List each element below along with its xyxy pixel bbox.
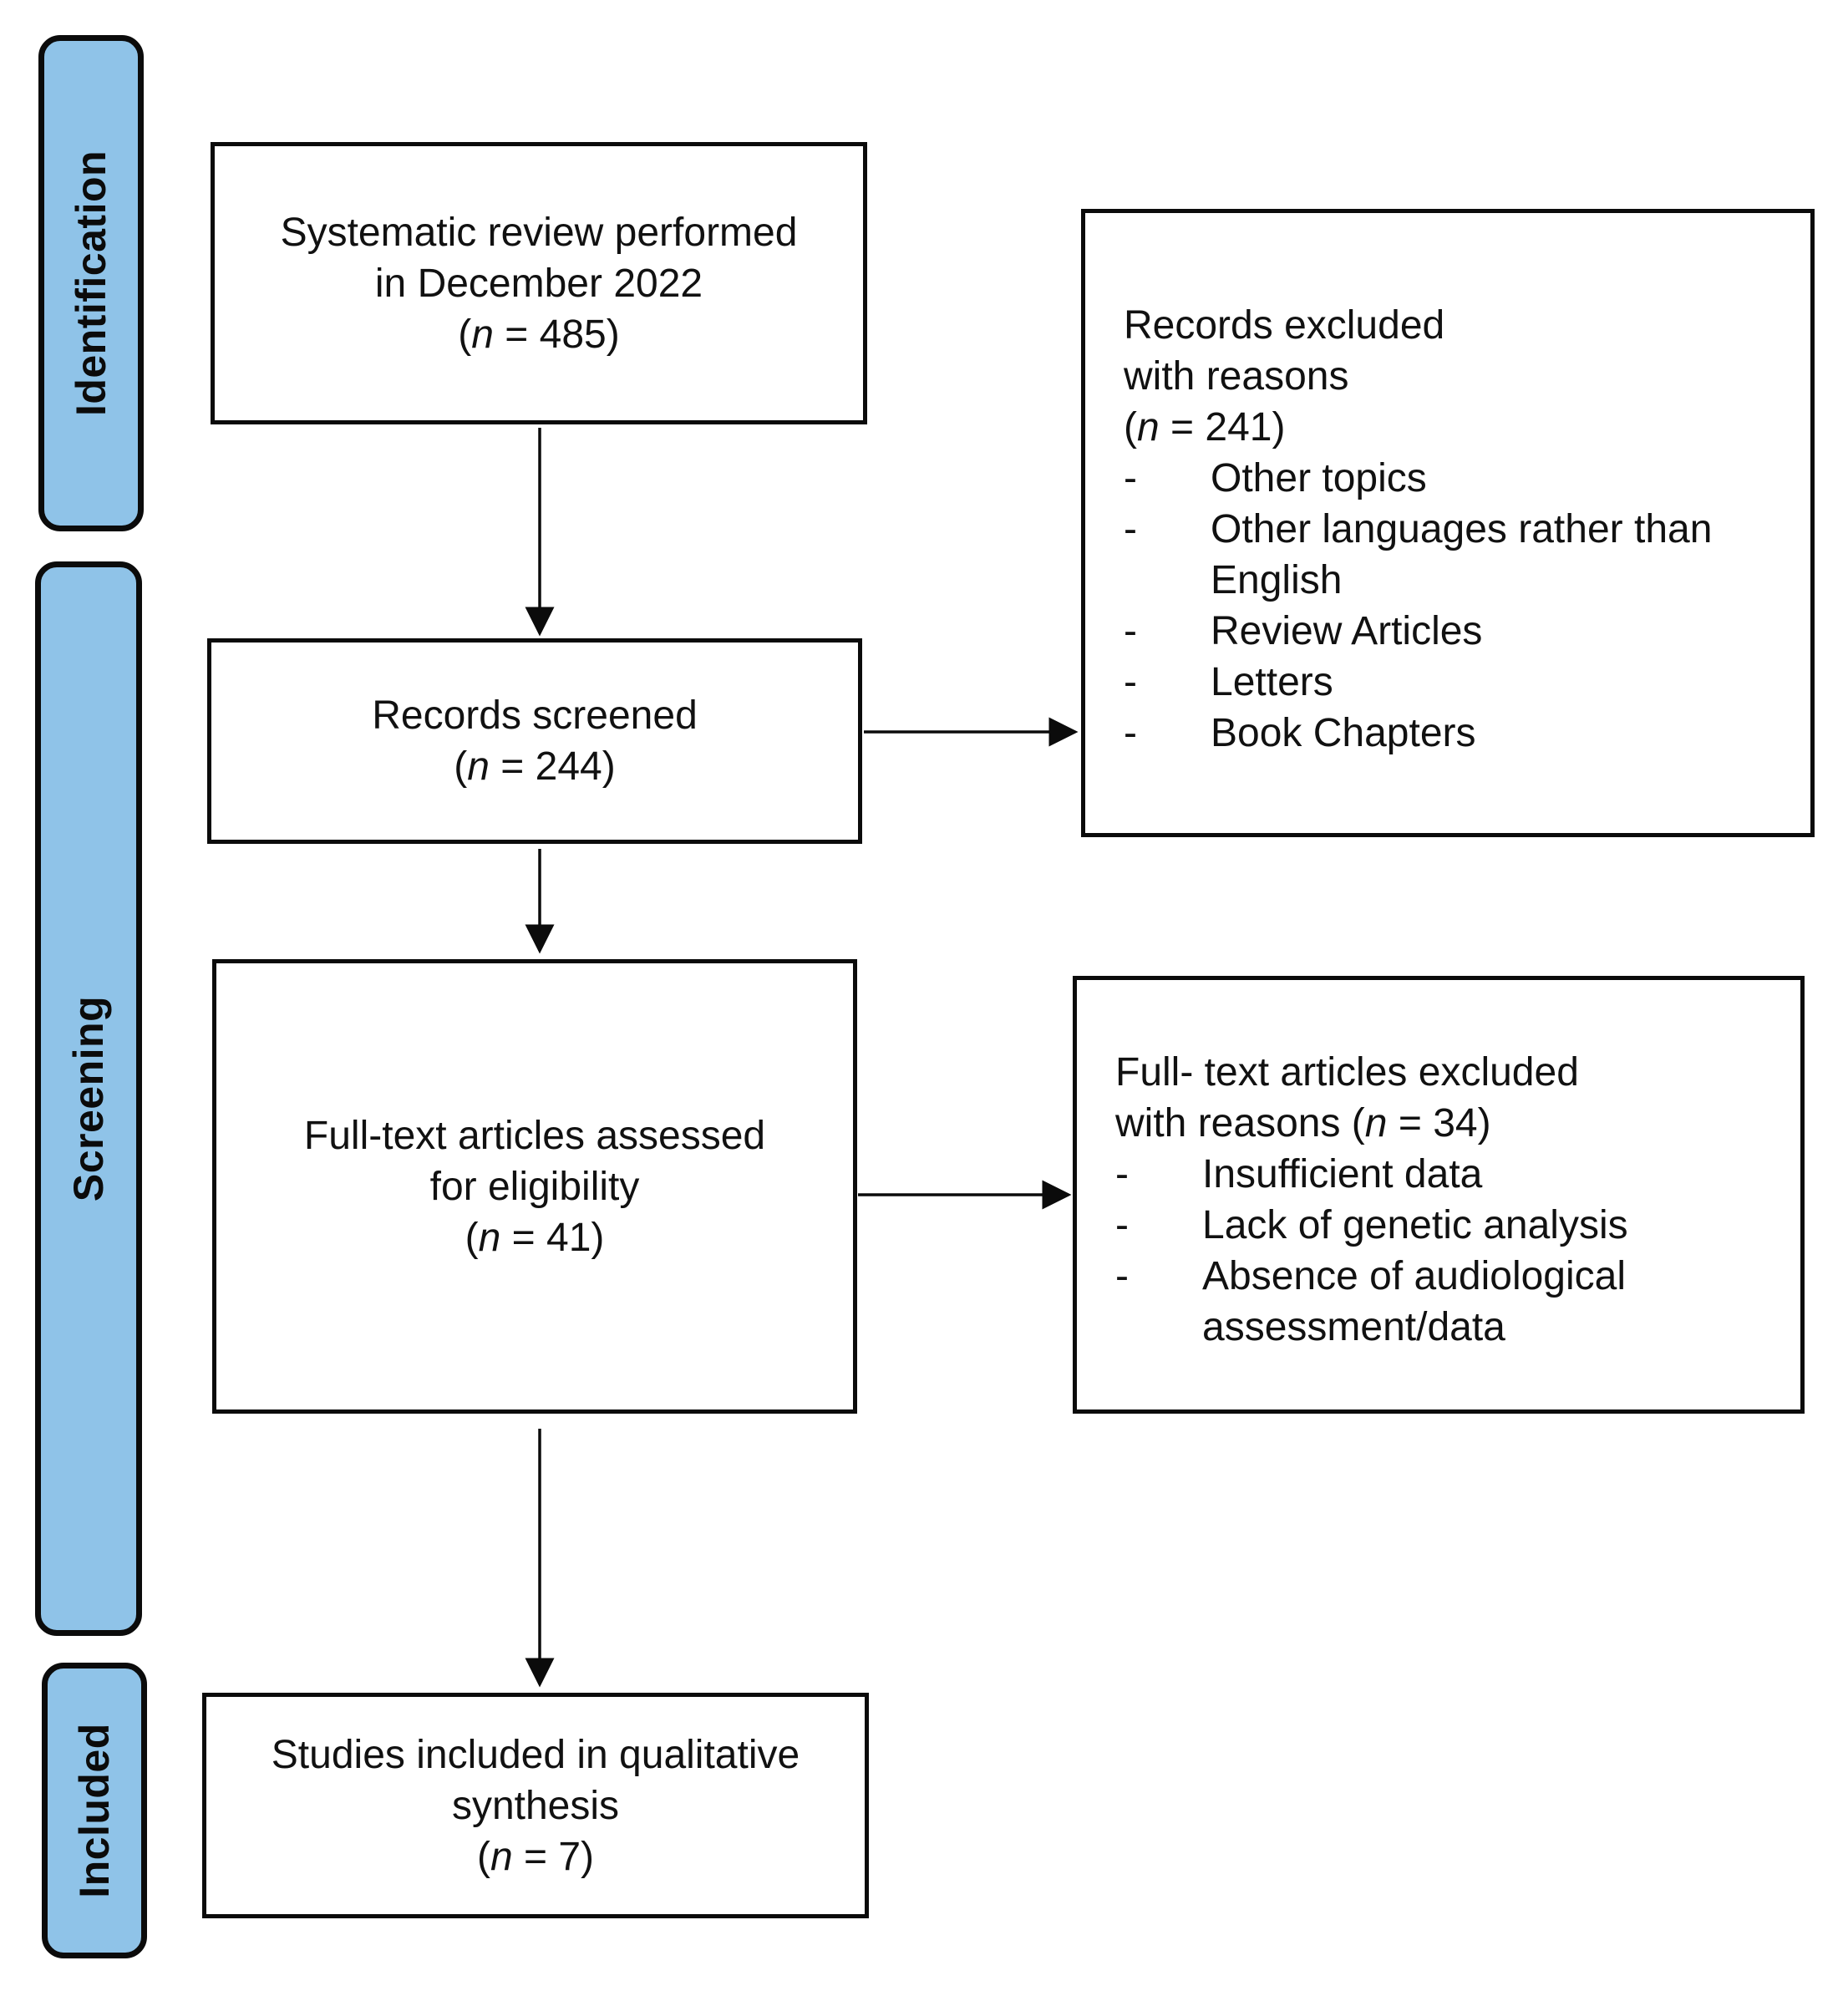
bullet-dash: -: [1124, 456, 1137, 500]
excluded-fulltext-line1: Full- text articles excluded: [1115, 1050, 1579, 1095]
identified-line1: Systematic review performed: [280, 210, 798, 255]
excluded-records-line2: with reasons: [1124, 354, 1349, 399]
screened-line1: Records screened: [372, 693, 698, 738]
bullet-dash: -: [1115, 1152, 1129, 1196]
list-item-text: Insufficient data: [1202, 1152, 1483, 1196]
included-line1: Studies included in qualitative: [271, 1732, 800, 1777]
included-count: (n = 7): [476, 1834, 595, 1879]
list-item-text: Lack of genetic analysis: [1202, 1203, 1628, 1247]
list-item-text: Absence of audiological assessment/data: [1202, 1254, 1627, 1349]
identified-line2: in December 2022: [374, 261, 703, 306]
bullet-dash: -: [1124, 609, 1137, 653]
included-line2: synthesis: [451, 1783, 620, 1828]
bullet-dash: -: [1124, 711, 1137, 755]
screened-count: (n = 244): [454, 744, 616, 789]
identified-box: Systematic review performed in December …: [211, 142, 867, 424]
list-item: - Other topics: [1124, 453, 1794, 504]
list-item: - Book Chapters: [1124, 708, 1794, 759]
eligibility-line2: for eligibility: [429, 1164, 640, 1209]
eligibility-count: (n = 41): [465, 1215, 605, 1260]
list-item: - Absence of audiological assessment/dat…: [1115, 1251, 1784, 1353]
excluded-records-count: (n = 241): [1124, 405, 1286, 449]
list-item: - Lack of genetic analysis: [1115, 1200, 1784, 1251]
list-item-text: Review Articles: [1211, 609, 1483, 653]
screened-box: Records screened (n = 244): [207, 638, 862, 844]
phase-included: Included: [42, 1663, 147, 1958]
bullet-dash: -: [1115, 1203, 1129, 1247]
eligibility-line1: Full-text articles assessed: [303, 1113, 766, 1158]
phase-identification: Identification: [38, 35, 144, 531]
list-item: - Letters: [1124, 657, 1794, 708]
list-item: - Insufficient data: [1115, 1149, 1784, 1200]
bullet-dash: -: [1124, 507, 1137, 551]
identified-count: (n = 485): [458, 312, 620, 357]
list-item-text: Book Chapters: [1211, 711, 1476, 755]
list-item-text: Letters: [1211, 660, 1333, 704]
excluded-records-box: Records excluded with reasons (n = 241) …: [1081, 209, 1815, 837]
eligibility-box: Full-text articles assessed for eligibil…: [212, 959, 857, 1414]
excluded-fulltext-box: Full- text articles excluded with reason…: [1073, 976, 1805, 1414]
list-item: - Review Articles: [1124, 606, 1794, 657]
bullet-dash: -: [1115, 1254, 1129, 1298]
list-item-text: Other topics: [1211, 456, 1427, 500]
list-item: - Other languages rather than English: [1124, 504, 1794, 606]
phase-screening: Screening: [35, 561, 142, 1636]
excluded-fulltext-count: with reasons (n = 34): [1115, 1101, 1491, 1145]
bullet-dash: -: [1124, 660, 1137, 704]
included-box: Studies included in qualitative synthesi…: [202, 1693, 869, 1918]
excluded-records-line1: Records excluded: [1124, 303, 1445, 348]
list-item-text: Other languages rather than English: [1211, 507, 1713, 602]
